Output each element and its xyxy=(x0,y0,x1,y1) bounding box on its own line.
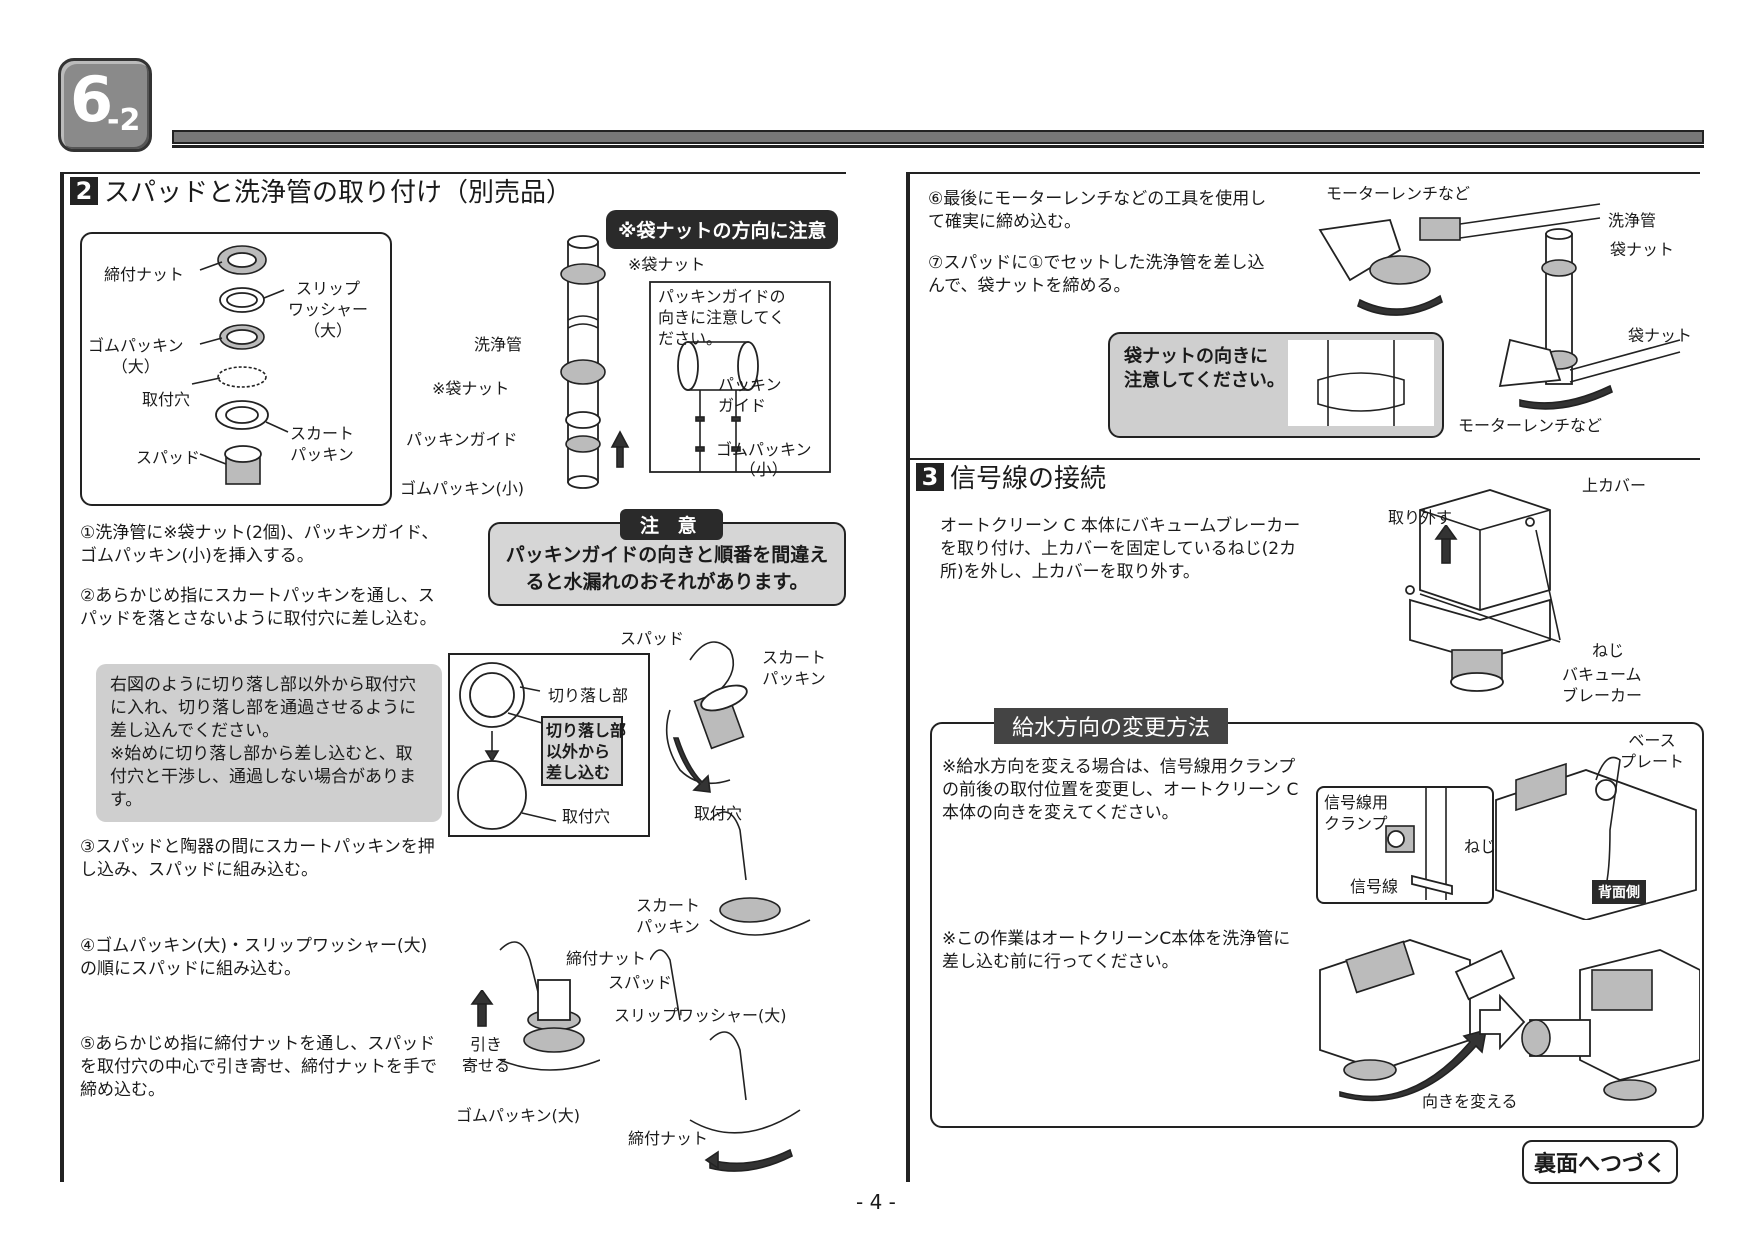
label-slip-washer: スリップ ワッシャー （大） xyxy=(288,279,369,340)
right-column-rule xyxy=(906,172,910,1182)
wrench-tightening-diagram xyxy=(1318,203,1681,410)
cutout-label-mount-hole: 取付穴 xyxy=(562,807,611,826)
label-wrench-bottom: モーターレンチなど xyxy=(1458,416,1603,435)
header-bar-shadow xyxy=(172,145,1704,148)
fig-label-tighten-nut-2: 締付ナット xyxy=(628,1129,709,1148)
cutout-label-cut-part: 切り落し部 xyxy=(548,686,629,705)
label-wrench-top: モーターレンチなど xyxy=(1326,184,1471,203)
inset-note: パッキンガイドの 向きに注意してく ださい。 xyxy=(658,287,786,348)
section-badge: 6 -2 xyxy=(58,58,152,152)
label-flush-pipe: 洗浄管 xyxy=(474,335,523,354)
caution-text: パッキンガイドの向きと順番を間違えると水漏れのおそれがあります。 xyxy=(505,544,829,593)
fig-label-slip-washer: スリップワッシャー(大) xyxy=(614,1006,787,1025)
clamp-detail-diagram xyxy=(1385,756,1697,920)
badge-subnumber: -2 xyxy=(107,103,141,138)
label-screw-2: ねじ xyxy=(1464,837,1497,856)
pull-arrow xyxy=(470,990,494,1027)
flush-pipe-diagram xyxy=(560,235,831,489)
insertion-note: 右図のように切り落し部以外から取付穴に入れ、切り落し部を通過させるように差し込ん… xyxy=(96,664,442,822)
section3-title: 信号線の接続 xyxy=(950,464,1107,494)
step-2: ②あらかじめ指にスカートパッキンを通し、スパッドを落とさないように取付穴に差し込… xyxy=(80,586,437,629)
step-1: ①洗浄管に※袋ナット(2個)、パッキンガイド、ゴムパッキン(小)を挿入する。 xyxy=(80,523,439,566)
cutout-diagram-box xyxy=(448,653,650,837)
bag-nut-note: 袋ナットの向きに 注意してください。 xyxy=(1124,346,1285,391)
label-vacuum-breaker: バキューム ブレーカー xyxy=(1562,665,1643,705)
remove-arrow xyxy=(1434,525,1458,564)
label-packing-guide: パッキンガイド xyxy=(406,430,518,449)
page-number: - 4 - xyxy=(856,1190,896,1214)
label-screw: ねじ xyxy=(1592,641,1625,660)
label-base-plate: ベース プレート xyxy=(1620,731,1685,771)
top-cover-diagram xyxy=(1405,489,1561,692)
fig-label-mount-hole: 取付穴 xyxy=(694,804,743,823)
label-skirt-packing: スカート パッキン xyxy=(290,424,355,464)
fig-label-spud: スパッド xyxy=(620,629,685,648)
inset-rubber-packing-small: ゴムパッキン （小） xyxy=(716,440,812,479)
step-3: ③スパッドと陶器の間にスカートパッキンを押し込み、スパッドに組み込む。 xyxy=(80,837,435,880)
step-6: ⑥最後にモーターレンチなどの工具を使用して確実に締め込む。 xyxy=(928,189,1267,232)
back-side-badge: 背面側 xyxy=(1592,880,1646,904)
fig-label-spud-2: スパッド xyxy=(608,973,673,992)
fig-label-skirt-packing: スカート パッキン xyxy=(762,648,827,688)
header-bar xyxy=(172,130,1704,144)
label-bag-nut-right: 袋ナット xyxy=(1610,240,1675,259)
label-mount-hole: 取付穴 xyxy=(142,390,191,409)
rotate-body-diagram xyxy=(1319,939,1700,1102)
label-rubber-packing-small: ゴムパッキン(小) xyxy=(400,479,525,498)
water-direction-title: 給水方向の変更方法 xyxy=(994,708,1229,744)
label-bag-nut-right-2: 袋ナット xyxy=(1628,326,1693,345)
step-4: ④ゴムパッキン(大)・スリップワッシャー(大)の順にスパッドに組み込む。 xyxy=(80,936,428,979)
label-tighten-nut: 締付ナット xyxy=(104,265,185,284)
section3-top-rule xyxy=(906,458,1700,460)
continue-on-back-label: 裏面へつづく xyxy=(1522,1140,1679,1184)
label-change-direction: 向きを変える xyxy=(1422,1092,1518,1111)
label-spud: スパッド xyxy=(136,448,201,467)
label-flush-pipe-right: 洗浄管 xyxy=(1608,211,1657,230)
section2-number: 2 xyxy=(70,177,98,205)
left-column-rule xyxy=(60,172,64,1182)
install-figures-lower xyxy=(499,941,600,1071)
parts-exploded-diagram xyxy=(191,245,289,485)
caution-title: 注 意 xyxy=(620,509,723,540)
fig-label-tighten-nut: 締付ナット xyxy=(566,949,647,968)
section2-title: スパッドと洗浄管の取り付け（別売品） xyxy=(104,178,573,208)
water-direction-note-1: ※給水方向を変える場合は、信号線用クランプの前後の取付位置を変更し、オートクリー… xyxy=(942,757,1299,823)
bag-nut-closeup xyxy=(1288,340,1434,426)
section3-number: 3 xyxy=(916,463,944,491)
label-signal-line: 信号線 xyxy=(1350,877,1399,896)
label-top-cover: 上カバー xyxy=(1582,476,1647,495)
fig-label-pull: 引き 寄せる xyxy=(462,1035,511,1075)
bag-nut-direction-callout: ※袋ナットの方向に注意 xyxy=(606,210,839,249)
section3-text: オートクリーン C 本体にバキュームブレーカーを取り付け、上カバーを固定している… xyxy=(940,516,1301,582)
label-bag-nut-top: ※袋ナット xyxy=(628,255,706,274)
cutout-diagram xyxy=(457,662,623,830)
hand-install-figures xyxy=(650,641,811,1172)
badge-number: 6 xyxy=(70,63,113,136)
water-direction-note-2: ※この作業はオートクリーンC本体を洗浄管に差し込む前に行ってください。 xyxy=(942,929,1291,972)
fig-label-skirt-packing-2: スカート パッキン xyxy=(636,896,701,936)
step-7: ⑦スパッドに①でセットした洗浄管を差し込んで、袋ナットを締める。 xyxy=(928,253,1265,296)
inset-packing-guide: パッキン ガイド xyxy=(718,375,782,415)
left-column-top-rule xyxy=(60,172,846,174)
label-clamp: 信号線用 クランプ xyxy=(1324,793,1389,833)
fig-label-rubber-packing-large: ゴムパッキン(大) xyxy=(456,1106,581,1125)
right-column-top-rule xyxy=(906,172,1700,174)
step-5: ⑤あらかじめ指に締付ナットを通し、スパッドを取付穴の中心で引き寄せ、締付ナットを… xyxy=(80,1034,437,1100)
label-rubber-packing-large: ゴムパッキン （大） xyxy=(88,336,184,376)
label-bag-nut: ※袋ナット xyxy=(432,379,510,398)
label-remove: 取り外す xyxy=(1388,508,1453,527)
cutout-insert-note: 切り落し部 以外から 差し込む xyxy=(546,721,627,782)
